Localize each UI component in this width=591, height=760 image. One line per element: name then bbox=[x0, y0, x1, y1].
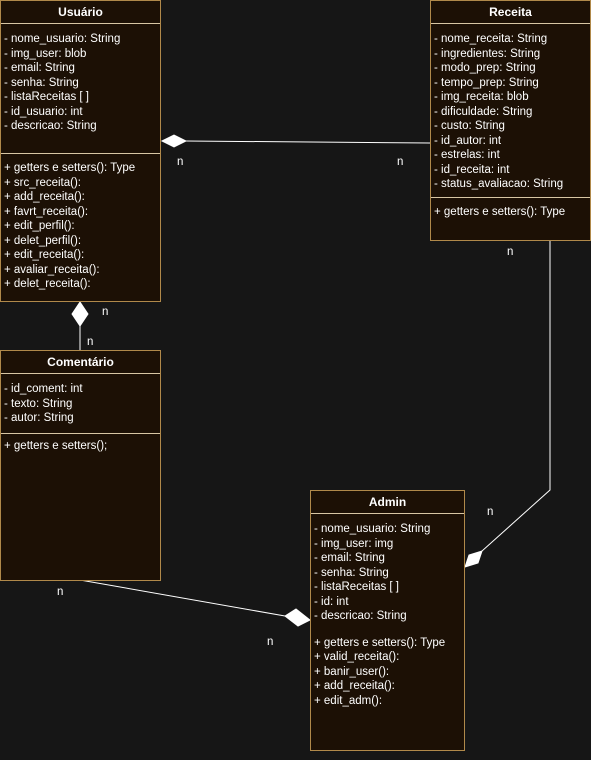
attribute: - listaReceitas [ ] bbox=[314, 581, 399, 593]
multiplicity-label: n bbox=[57, 586, 64, 598]
attribute: - texto: String bbox=[4, 397, 73, 410]
method: + getters e setters(); bbox=[4, 440, 108, 452]
class-receita-methods: + getters e setters(): Type bbox=[431, 197, 590, 224]
multiplicity-label: n bbox=[267, 636, 274, 648]
method: + add_receita(): bbox=[4, 191, 85, 203]
method: + valid_receita(): bbox=[314, 651, 400, 663]
attribute: - descricao: String bbox=[4, 120, 97, 132]
attribute: - tempo_prep: String bbox=[434, 76, 539, 89]
method: + getters e setters(): Type bbox=[434, 206, 566, 218]
attribute: - autor: String bbox=[4, 412, 74, 424]
class-admin-title: Admin bbox=[311, 491, 464, 514]
class-usuario-attributes: - nome_usuario: String - img_user: blob … bbox=[1, 24, 160, 153]
multiplicity-label: n bbox=[177, 156, 184, 168]
attribute: - dificuldade: String bbox=[434, 105, 533, 118]
receita-admin-line bbox=[481, 240, 551, 552]
method: + edit_perfil(): bbox=[4, 220, 75, 232]
multiplicity-label: n bbox=[87, 336, 94, 348]
class-admin-attributes: - nome_usuario: String - img_user: img -… bbox=[311, 514, 464, 628]
method: + edit_receita(): bbox=[4, 249, 85, 261]
class-receita-attributes: - nome_receita: String - ingredientes: S… bbox=[431, 24, 590, 197]
attribute: - ingredientes: String bbox=[434, 47, 541, 60]
comentario-admin-diamond bbox=[284, 608, 311, 627]
method: + src_receita(): bbox=[4, 176, 82, 189]
attribute: - estrelas: int bbox=[434, 149, 500, 161]
class-admin[interactable]: Admin - nome_usuario: String - img_user:… bbox=[310, 490, 465, 751]
usuario-receita-diamond bbox=[160, 134, 188, 148]
method: + getters e setters(): Type bbox=[314, 636, 446, 649]
attribute: - img_user: img bbox=[314, 537, 394, 550]
class-comentario-methods: + getters e setters(); bbox=[1, 433, 160, 458]
method: + favrt_receita(): bbox=[4, 205, 89, 218]
class-usuario-title: Usuário bbox=[1, 1, 160, 24]
attribute: - senha: String bbox=[314, 566, 389, 579]
attribute: - custo: String bbox=[434, 120, 505, 132]
comentario-admin-line bbox=[79, 579, 286, 617]
attribute: - img_receita: blob bbox=[434, 91, 529, 103]
attribute: - listaReceitas [ ] bbox=[4, 91, 89, 103]
method: + avaliar_receita(): bbox=[4, 263, 100, 276]
method: + delet_perfil(): bbox=[4, 234, 82, 247]
receita-admin-diamond bbox=[464, 550, 483, 568]
attribute: - modo_prep: String bbox=[434, 62, 536, 74]
multiplicity-label: n bbox=[487, 506, 494, 518]
attribute: - id: int bbox=[314, 595, 349, 608]
method: + edit_adm(): bbox=[314, 694, 383, 707]
method: + banir_user(): bbox=[314, 665, 390, 678]
attribute: - nome_usuario: String bbox=[4, 33, 121, 45]
attribute: - email: String bbox=[4, 62, 75, 74]
multiplicity-label: n bbox=[397, 156, 404, 168]
attribute: - status_avaliacao: String bbox=[434, 178, 564, 190]
usuario-comentario-diamond bbox=[71, 301, 89, 327]
attribute: - nome_usuario: String bbox=[314, 523, 431, 535]
multiplicity-label: n bbox=[507, 246, 514, 258]
attribute: - nome_receita: String bbox=[434, 33, 548, 45]
class-receita-title: Receita bbox=[431, 1, 590, 24]
class-receita[interactable]: Receita - nome_receita: String - ingredi… bbox=[430, 0, 591, 241]
class-usuario[interactable]: Usuário - nome_usuario: String - img_use… bbox=[0, 0, 161, 302]
method: + getters e setters(): Type bbox=[4, 162, 136, 174]
method: + delet_receita(): bbox=[4, 278, 91, 290]
class-comentario-attributes: - id_coment: int - texto: String - autor… bbox=[1, 374, 160, 433]
attribute: - id_autor: int bbox=[434, 134, 502, 147]
class-comentario-title: Comentário bbox=[1, 351, 160, 374]
attribute: - id_coment: int bbox=[4, 383, 83, 395]
class-comentario[interactable]: Comentário - id_coment: int - texto: Str… bbox=[0, 350, 161, 581]
multiplicity-label: n bbox=[102, 306, 109, 318]
method: + add_receita(): bbox=[314, 680, 395, 692]
attribute: - id_usuario: int bbox=[4, 105, 83, 118]
attribute: - descricao: String bbox=[314, 610, 407, 622]
attribute: - id_receita: int bbox=[434, 163, 510, 176]
attribute: - senha: String bbox=[4, 76, 79, 89]
usuario-receita-line bbox=[185, 140, 431, 144]
attribute: - email: String bbox=[314, 552, 385, 564]
class-usuario-methods: + getters e setters(): Type + src_receit… bbox=[1, 153, 160, 296]
class-admin-methods: + getters e setters(): Type + valid_rece… bbox=[311, 628, 464, 713]
attribute: - img_user: blob bbox=[4, 47, 87, 60]
